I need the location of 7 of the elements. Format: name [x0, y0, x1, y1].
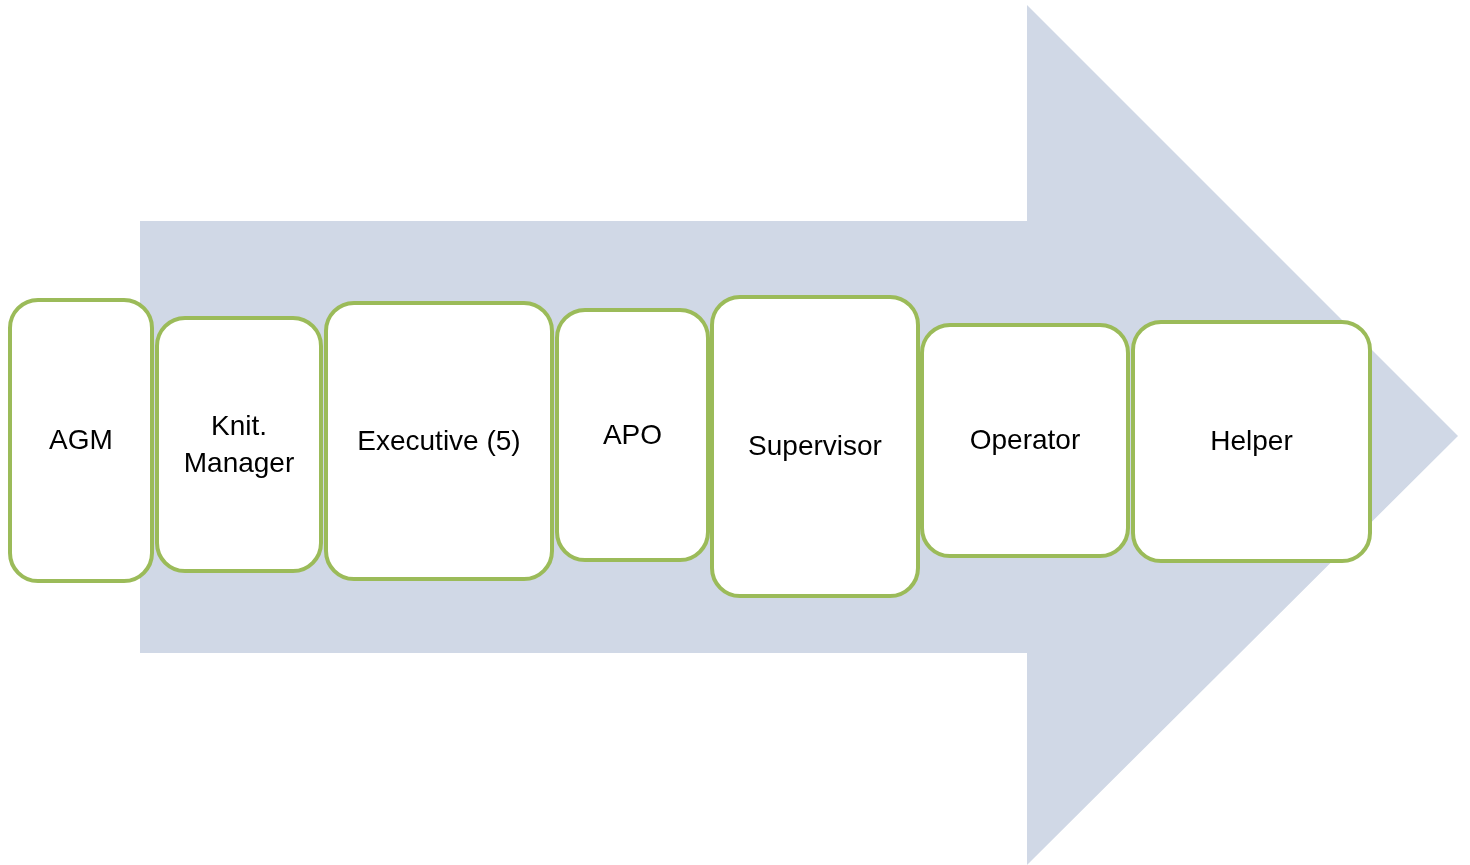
process-box: Operator	[920, 323, 1130, 558]
process-box: Knit. Manager	[155, 316, 323, 573]
process-box: AGM	[8, 298, 154, 583]
process-box: Helper	[1131, 320, 1372, 563]
process-box: APO	[555, 308, 710, 562]
process-box: Supervisor	[710, 295, 920, 598]
process-box: Executive (5)	[324, 301, 554, 581]
